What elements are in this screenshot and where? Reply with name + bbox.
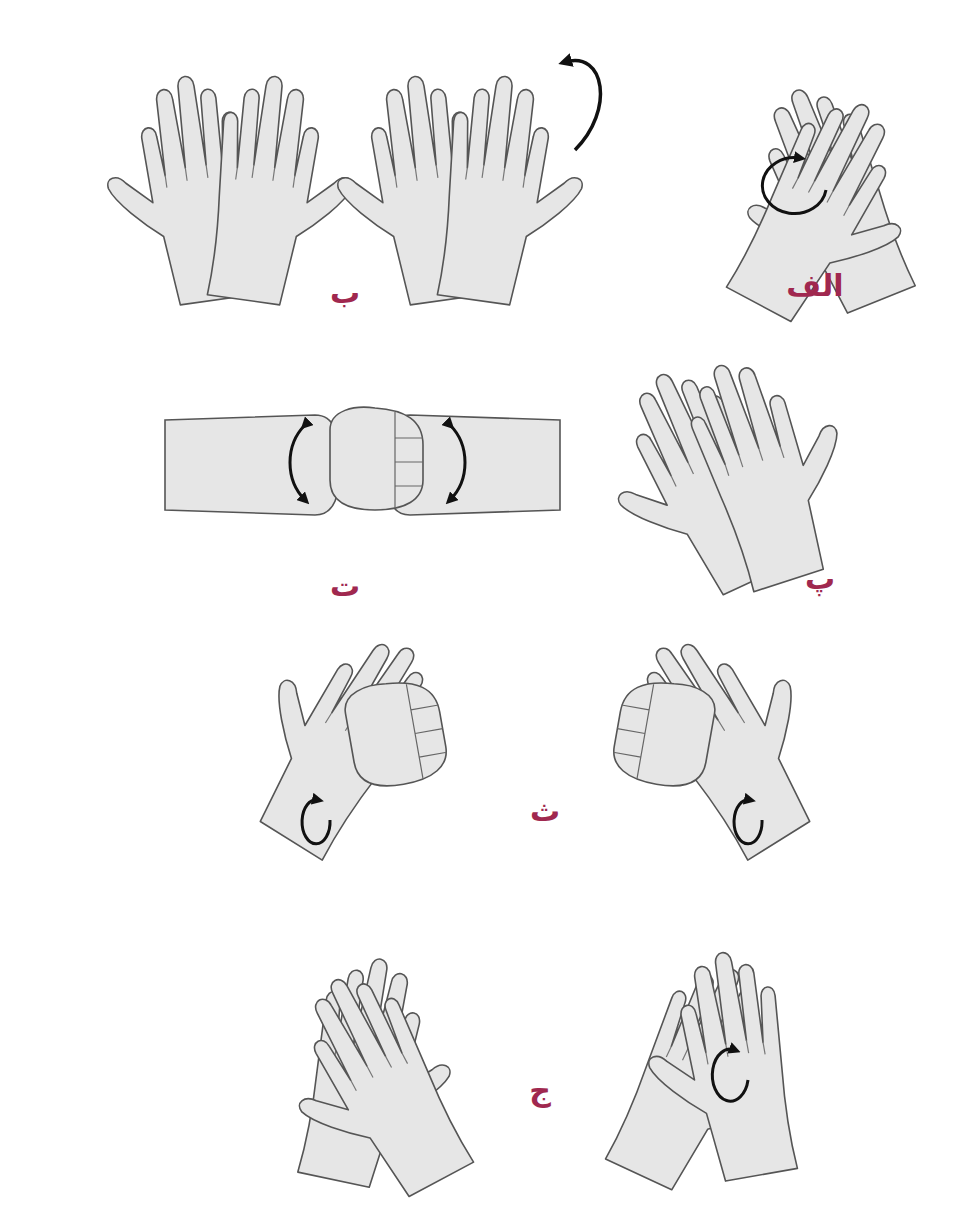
step-letter: پ (805, 561, 835, 596)
step-letter: ب (330, 275, 360, 310)
step-letter: ت (330, 568, 360, 603)
step-letter: الف (786, 268, 843, 303)
step-letter: ث (530, 793, 560, 828)
step-letter: ج (529, 1073, 551, 1108)
